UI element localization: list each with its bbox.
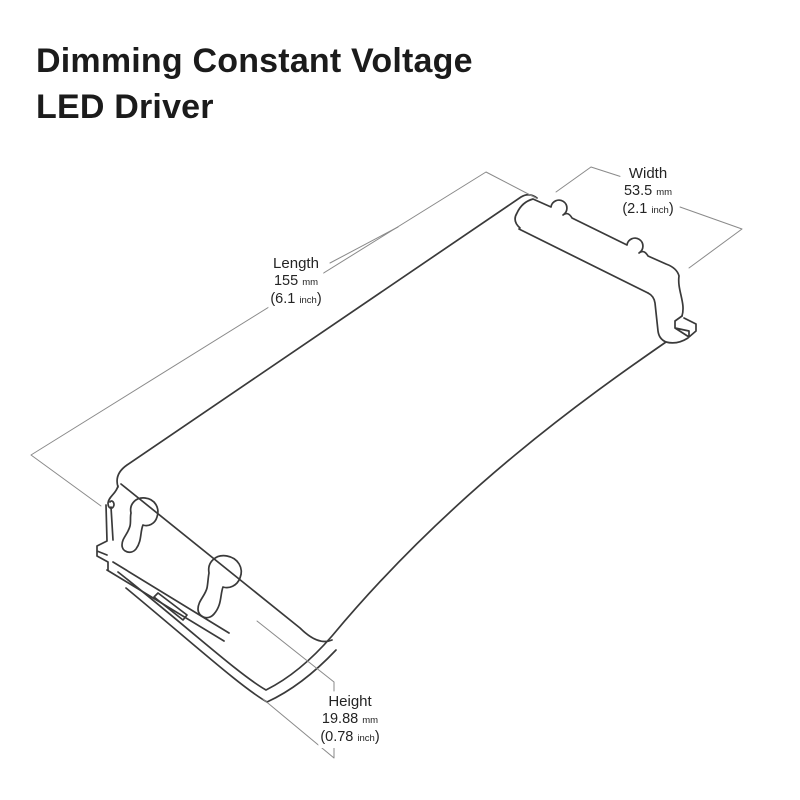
width-paren-close: )	[668, 201, 674, 217]
height-leader-top	[256, 620, 335, 692]
length-inch-value: (6.1	[270, 291, 296, 307]
bottom-long-edge	[117, 341, 667, 691]
height-dimension-label: Height 19.88 mm (0.78 inch)	[318, 693, 382, 748]
length-dimension-line	[30, 171, 537, 507]
height-leader-bottom	[262, 698, 335, 759]
length-label-text: Length	[273, 255, 319, 272]
page-title-line1: Dimming Constant Voltage	[36, 42, 473, 80]
height-inch-unit: inch	[357, 733, 375, 744]
near-bracket-hook-and-left-edge	[96, 485, 119, 571]
height-label-text: Height	[328, 693, 372, 710]
width-extension-left	[555, 166, 623, 193]
keyhole-slot-2	[197, 554, 243, 619]
length-mm-unit: mm	[302, 276, 319, 288]
width-inch-value: (2.1	[622, 201, 648, 217]
length-inch-unit: inch	[299, 295, 317, 306]
height-mm-value: 19.88	[321, 710, 359, 727]
width-extension-right	[679, 206, 743, 269]
page-title: Dimming Constant Voltage LED Driver	[36, 38, 473, 130]
width-dimension-label: Width 53.5 mm (2.1 inch)	[620, 165, 676, 220]
height-paren-close: )	[374, 729, 380, 745]
width-mm-unit: mm	[656, 186, 673, 198]
length-inch-line: (6.1 inch)	[270, 291, 321, 310]
near-end-fold-line	[120, 483, 333, 643]
bottom-plate-edge	[125, 587, 337, 703]
width-inch-unit: inch	[651, 205, 669, 216]
dimension-annotations	[30, 166, 743, 759]
page-title-line2: LED Driver	[36, 88, 214, 126]
height-mm-unit: mm	[362, 714, 379, 726]
length-mm-value: 155	[273, 272, 299, 289]
width-mm-value: 53.5	[623, 182, 653, 199]
height-inch-value: (0.78	[320, 729, 354, 745]
far-bracket-hook-tab	[674, 315, 697, 338]
top-face-outline	[116, 193, 538, 488]
length-leader-line	[329, 226, 399, 264]
height-mm-line: 19.88 mm	[320, 711, 379, 730]
near-mounting-bracket	[96, 485, 243, 642]
far-bracket-fold-line	[518, 228, 649, 294]
length-mm-line: 155 mm	[270, 273, 321, 292]
flange-slot	[153, 592, 188, 621]
length-paren-close: )	[316, 291, 322, 307]
far-end-height-edge	[647, 292, 689, 344]
width-mm-line: 53.5 mm	[622, 183, 673, 202]
far-mounting-bracket	[514, 198, 684, 317]
length-dimension-label: Length 155 mm (6.1 inch)	[268, 255, 324, 310]
keyhole-slot-1	[121, 497, 159, 554]
device-outline	[96, 193, 697, 703]
width-inch-line: (2.1 inch)	[622, 201, 673, 220]
width-label-text: Width	[628, 165, 668, 182]
height-inch-line: (0.78 inch)	[320, 729, 379, 748]
